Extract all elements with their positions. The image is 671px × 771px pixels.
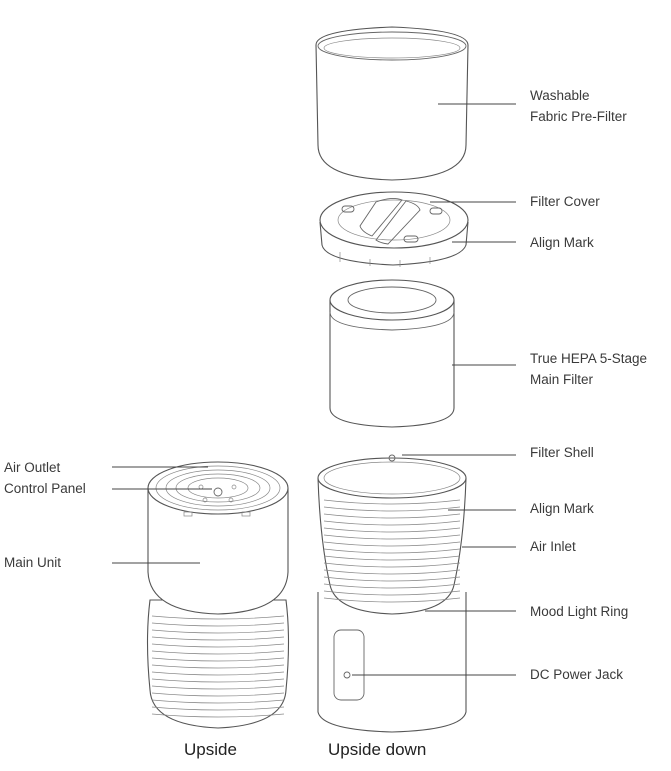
control-panel-label: Control Panel	[4, 481, 86, 496]
base-rib	[151, 685, 285, 690]
base-rib	[151, 643, 285, 648]
base-rib	[151, 713, 285, 718]
base-rib	[151, 671, 285, 676]
dc-power-jack-label: DC Power Jack	[530, 667, 624, 682]
inlet-rib	[323, 541, 461, 547]
inlet-rib	[323, 597, 461, 603]
inlet-rib	[323, 534, 461, 540]
inlet-rib	[323, 590, 461, 596]
caption-upside: Upside	[184, 740, 237, 759]
base-rib	[151, 699, 285, 704]
hepa-label-line2: Main Filter	[530, 372, 594, 387]
base-rib	[151, 657, 285, 662]
washable-label-line2: Fabric Pre-Filter	[530, 109, 627, 124]
pre-filter-drawing	[315, 26, 469, 181]
inlet-rib	[323, 583, 461, 589]
main-unit-label: Main Unit	[4, 555, 62, 570]
align-mark-top-label: Align Mark	[530, 235, 594, 250]
hepa-label-line1: True HEPA 5-Stage	[530, 351, 648, 366]
filter-cover-label: Filter Cover	[530, 194, 600, 209]
inlet-rib	[323, 576, 461, 582]
base-rib	[151, 650, 285, 655]
filter-shell-label: Filter Shell	[530, 445, 594, 460]
base-rib	[151, 615, 285, 620]
filter-cover-drawing	[319, 191, 469, 267]
mood-light-ring-label: Mood Light Ring	[530, 604, 629, 619]
air-outlet-label: Air Outlet	[4, 460, 61, 475]
inlet-rib	[323, 520, 461, 526]
hepa-filter-drawing	[329, 279, 455, 428]
inlet-rib	[323, 506, 461, 512]
upside-unit-drawing	[146, 461, 290, 729]
washable-label-line1: Washable	[530, 88, 590, 103]
base-rib	[151, 678, 285, 683]
caption-upside-down: Upside down	[328, 740, 427, 759]
base-rib	[151, 706, 285, 711]
base-rib	[151, 692, 285, 697]
inlet-rib	[323, 562, 461, 568]
leader-lines	[112, 103, 516, 676]
upside-down-unit-drawing	[317, 454, 467, 733]
inlet-rib	[323, 555, 461, 561]
inlet-rib	[323, 527, 461, 533]
air-inlet-label: Air Inlet	[530, 539, 576, 554]
inlet-rib	[323, 499, 461, 505]
inlet-rib	[323, 513, 461, 519]
base-rib	[151, 636, 285, 641]
base-rib	[151, 664, 285, 669]
base-rib	[151, 629, 285, 634]
base-rib	[151, 622, 285, 627]
align-mark-shell-label: Align Mark	[530, 501, 594, 516]
inlet-rib	[323, 548, 461, 554]
inlet-rib	[323, 569, 461, 575]
